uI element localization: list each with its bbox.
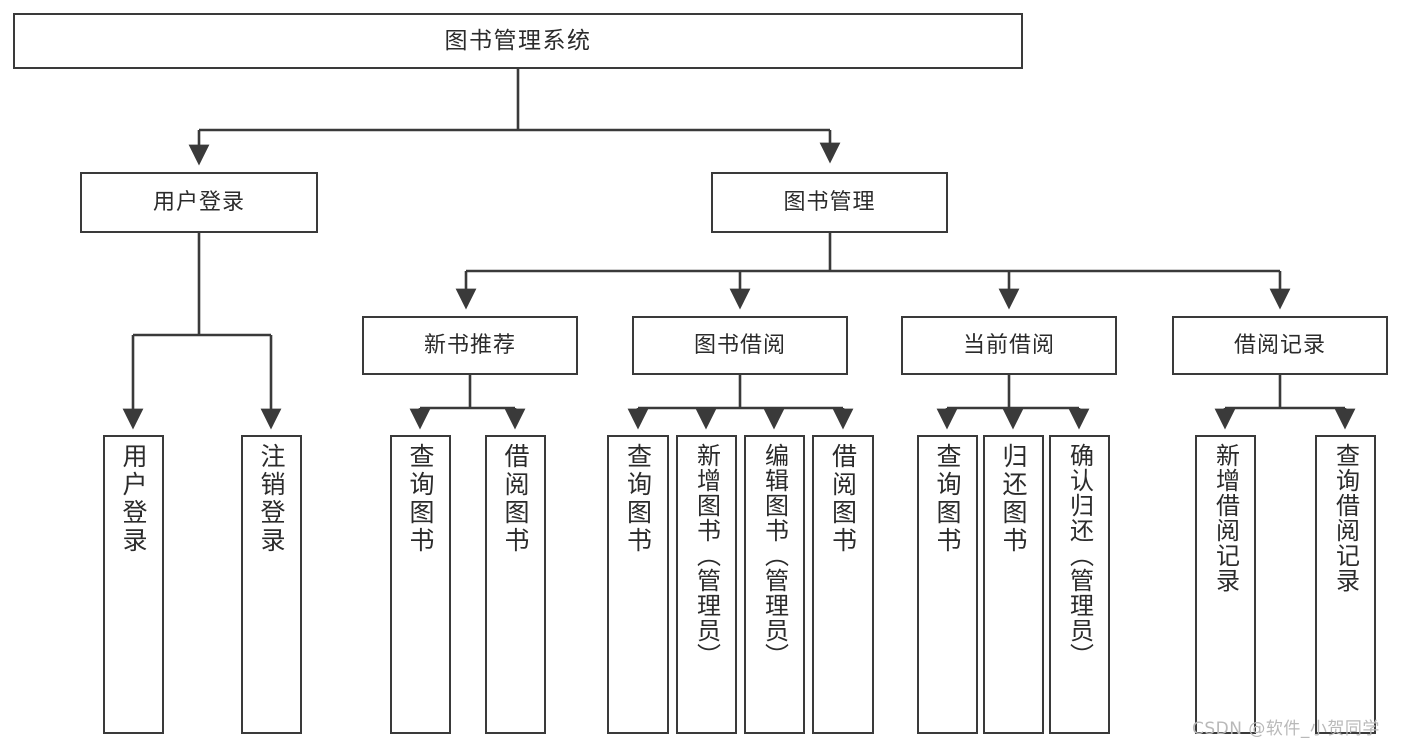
node-leaf-borrow-book-2-label: 借阅图书 (828, 443, 858, 555)
node-leaf-add-borrow-record-label: 新增借阅记录 (1211, 443, 1240, 593)
node-leaf-borrow-book-2[interactable]: 借阅图书 (812, 435, 874, 734)
node-leaf-user-login-label: 用户登录 (119, 443, 148, 555)
node-leaf-query-book-2-label: 查询图书 (623, 443, 653, 555)
node-leaf-query-book-1-label: 查询图书 (406, 443, 435, 555)
node-borrow-record[interactable]: 借阅记录 (1172, 316, 1388, 375)
node-leaf-add-book-admin[interactable]: 新增图书（管理员） (676, 435, 737, 734)
node-book-manage[interactable]: 图书管理 (711, 172, 948, 233)
node-new-book-recommend[interactable]: 新书推荐 (362, 316, 578, 375)
node-book-borrow[interactable]: 图书借阅 (632, 316, 848, 375)
node-user-login-label: 用户登录 (152, 189, 245, 215)
watermark: CSDN @软件_小贺同学 (1192, 719, 1380, 739)
node-leaf-query-book-3-label: 查询图书 (933, 443, 962, 555)
node-leaf-query-book-3[interactable]: 查询图书 (917, 435, 978, 734)
node-leaf-confirm-return-admin-label: 确认归还（管理员） (1065, 443, 1094, 668)
node-borrow-record-label: 借阅记录 (1233, 332, 1326, 358)
node-book-borrow-label: 图书借阅 (693, 332, 786, 358)
node-leaf-query-borrow-record-label: 查询借阅记录 (1331, 443, 1360, 593)
node-book-manage-label: 图书管理 (783, 189, 876, 215)
node-current-borrow[interactable]: 当前借阅 (901, 316, 1117, 375)
node-leaf-logout-login-label: 注销登录 (257, 443, 286, 555)
node-leaf-edit-book-admin[interactable]: 编辑图书（管理员） (744, 435, 805, 734)
node-root-label: 图书管理系统 (444, 27, 592, 54)
node-leaf-user-login[interactable]: 用户登录 (103, 435, 164, 734)
node-new-book-recommend-label: 新书推荐 (423, 332, 516, 358)
node-leaf-add-borrow-record[interactable]: 新增借阅记录 (1195, 435, 1256, 734)
node-current-borrow-label: 当前借阅 (962, 332, 1055, 358)
node-leaf-query-book-1[interactable]: 查询图书 (390, 435, 451, 734)
node-leaf-borrow-book-1-label: 借阅图书 (501, 443, 530, 555)
node-leaf-query-borrow-record[interactable]: 查询借阅记录 (1315, 435, 1376, 734)
node-leaf-return-book[interactable]: 归还图书 (983, 435, 1044, 734)
node-leaf-logout-login[interactable]: 注销登录 (241, 435, 302, 734)
node-leaf-query-book-2[interactable]: 查询图书 (607, 435, 669, 734)
node-leaf-return-book-label: 归还图书 (999, 443, 1028, 555)
node-leaf-confirm-return-admin[interactable]: 确认归还（管理员） (1049, 435, 1110, 734)
node-leaf-add-book-admin-label: 新增图书（管理员） (692, 443, 721, 668)
node-leaf-edit-book-admin-label: 编辑图书（管理员） (760, 443, 789, 668)
node-user-login[interactable]: 用户登录 (80, 172, 318, 233)
node-root[interactable]: 图书管理系统 (13, 13, 1023, 69)
node-leaf-borrow-book-1[interactable]: 借阅图书 (485, 435, 546, 734)
